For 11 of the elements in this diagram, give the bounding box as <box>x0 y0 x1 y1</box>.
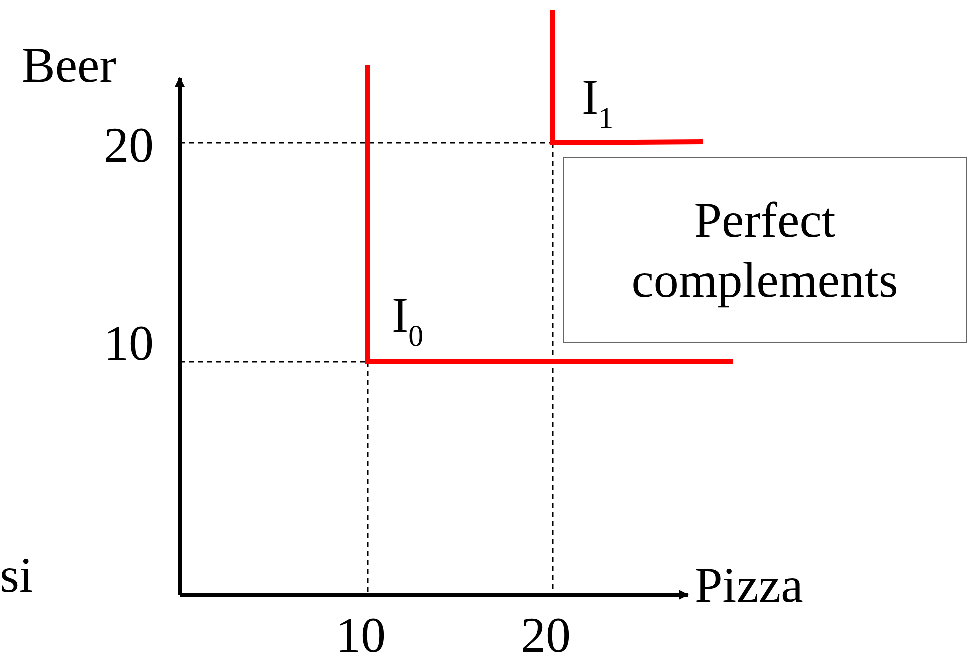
tick-label: 20 <box>104 120 154 170</box>
text-box <box>563 157 967 343</box>
box-text: Perfect complements <box>630 191 900 310</box>
axis-title: Beer <box>22 40 116 90</box>
partial-label: si <box>0 550 34 600</box>
curve-label: I$_{1}$ <box>582 72 614 134</box>
tick-label: 10 <box>104 318 154 368</box>
tick-label: 20 <box>521 610 571 657</box>
curve-label: I$_{0}$ <box>392 290 424 352</box>
axis-title: Pizza <box>695 560 804 610</box>
tick-label: 10 <box>336 610 386 657</box>
